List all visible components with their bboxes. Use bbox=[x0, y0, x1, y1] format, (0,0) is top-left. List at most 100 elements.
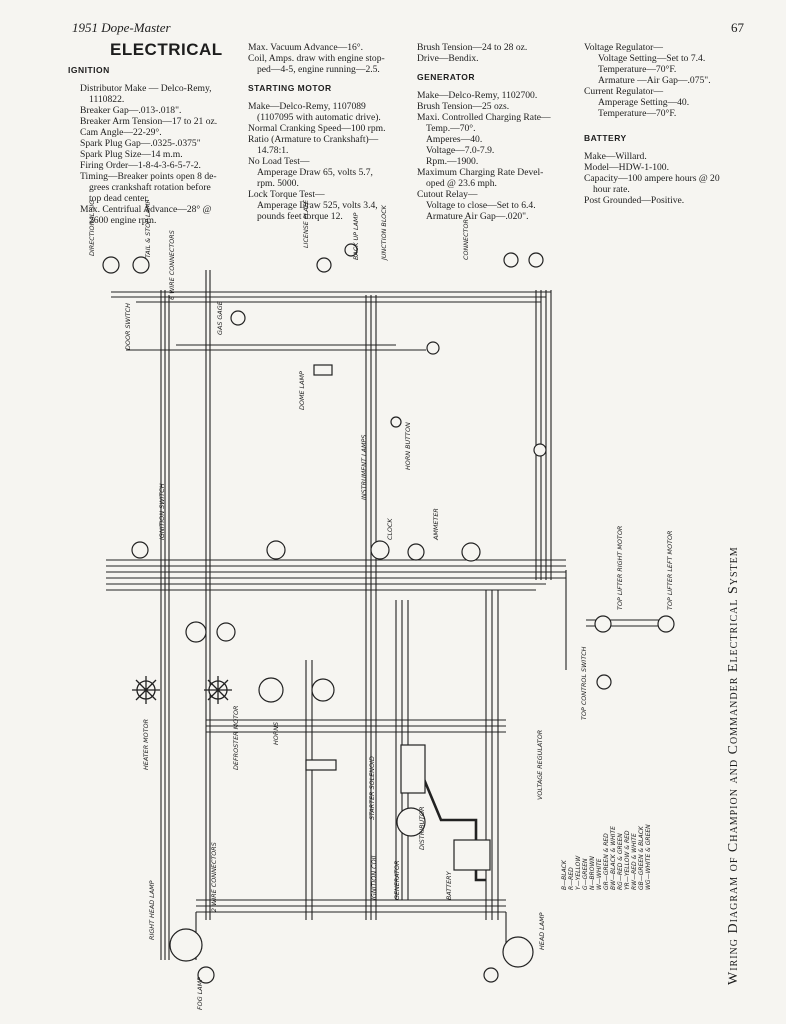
spec-line: Breaker Arm Tension—17 to 21 oz. bbox=[80, 116, 218, 127]
label-ignition-switch: IGNITION SWITCH bbox=[158, 483, 166, 540]
label-left-head-lamp: HEAD LAMP bbox=[538, 912, 546, 950]
spec-line: Temperature—70°F. bbox=[598, 108, 677, 119]
page-title: ELECTRICAL bbox=[110, 40, 223, 59]
legend-entry: YR—YELLOW & RED bbox=[624, 830, 631, 890]
generator-specs: Make—Delco-Remy, 1102700.Brush Tension—2… bbox=[417, 90, 567, 222]
spec-line: Voltage Regulator— bbox=[584, 42, 663, 53]
spec-line: Make—Willard. bbox=[584, 151, 647, 162]
regulator-battery-column: Voltage Regulator—Voltage Setting—Set to… bbox=[584, 42, 744, 206]
starting-motor-specs: Make—Delco-Remy, 1107089(1107095 with au… bbox=[248, 101, 400, 222]
label-ignition-coil: IGNITION COIL bbox=[370, 853, 378, 900]
spec-line: Cutout Relay— bbox=[417, 189, 478, 200]
spec-line: No Load Test— bbox=[248, 156, 310, 167]
spec-line: Drive—Bendix. bbox=[417, 53, 479, 64]
legend-entry: Y—YELLOW bbox=[575, 855, 582, 890]
label-heater-motor: HEATER MOTOR bbox=[142, 719, 150, 770]
legend-entry: G—GREEN bbox=[582, 858, 589, 890]
label-top-lifter-right: TOP LIFTER RIGHT MOTOR bbox=[616, 526, 624, 610]
legend-entry: GR—GREEN & RED bbox=[603, 833, 610, 890]
label-tail-stop-lamp: TAIL & STOP LAMP bbox=[144, 200, 152, 258]
spec-line: Brush Tension—24 to 28 oz. bbox=[417, 42, 528, 53]
legend-entry: B—BLACK bbox=[561, 859, 568, 890]
spec-line: Model—HDW-1-100. bbox=[584, 162, 669, 173]
spec-line: hour rate. bbox=[593, 184, 630, 195]
label-horns: HORNS bbox=[272, 722, 280, 745]
generator-heading: GENERATOR bbox=[417, 72, 476, 82]
label-distributor: DISTRIBUTOR bbox=[418, 806, 426, 850]
battery-specs: Make—Willard.Model—HDW-1-100.Capacity—10… bbox=[584, 151, 744, 206]
spec-line: Voltage to close—Set to 6.4. bbox=[426, 200, 536, 211]
regulator-specs: Voltage Regulator—Voltage Setting—Set to… bbox=[584, 42, 744, 119]
spec-line: Amperage Setting—40. bbox=[598, 97, 690, 108]
label-clock: CLOCK bbox=[386, 518, 394, 540]
starting-motor-heading: STARTING MOTOR bbox=[248, 83, 332, 93]
spec-line: Breaker Gap—.013-.018". bbox=[80, 105, 182, 116]
spec-line: Capacity—100 ampere hours @ 20 bbox=[584, 173, 720, 184]
spec-line: Rpm.—1900. bbox=[426, 156, 479, 167]
battery-heading: BATTERY bbox=[584, 133, 627, 143]
spec-line: Max. Centrifual Advance—28° @ bbox=[80, 204, 212, 215]
spec-line: Timing—Breaker points open 8 de- bbox=[80, 171, 217, 182]
label-connector: CONNECTOR bbox=[462, 219, 470, 260]
legend-entry: WG—WHITE & GREEN bbox=[645, 824, 652, 890]
spec-line: Amperage Draw 525, volts 3.4, bbox=[257, 200, 378, 211]
label-generator: GENERATOR bbox=[393, 860, 401, 900]
spec-line: Make—Delco-Remy, 1102700. bbox=[417, 90, 538, 101]
label-top-lifter-left: TOP LIFTER LEFT MOTOR bbox=[666, 531, 674, 610]
label-ammeter: AMMETER bbox=[432, 508, 440, 541]
spec-line: Maxi. Controlled Charging Rate— bbox=[417, 112, 551, 123]
starter-brush-specs: Brush Tension—24 to 28 oz.Drive—Bendix. bbox=[417, 42, 567, 64]
spec-line: grees crankshaft rotation before bbox=[89, 182, 211, 193]
label-horn-button: HORN BUTTON bbox=[404, 422, 412, 470]
spec-line: Lock Torque Test— bbox=[248, 189, 325, 200]
spec-line: Armature Air Gap—.020". bbox=[426, 211, 529, 222]
label-dome-lamp: DOME LAMP bbox=[298, 371, 306, 410]
legend-entry: GB—GREEN & BLACK bbox=[638, 825, 645, 890]
spec-line: Voltage—7.0-7.9. bbox=[426, 145, 495, 156]
label-starter-solenoid: STARTER SOLENOID bbox=[368, 756, 376, 820]
vacuum-coil-specs: Max. Vacuum Advance—16°.Coil, Amps. draw… bbox=[248, 42, 400, 75]
label-back-up-lamp: BACK UP LAMP bbox=[352, 213, 360, 260]
spec-line: 14.78:1. bbox=[257, 145, 289, 156]
spec-line: Ratio (Armature to Crankshaft)— bbox=[248, 134, 379, 145]
spec-line: Post Grounded—Positive. bbox=[584, 195, 685, 206]
label-license-plate-lamp: LICENSE PLATE LAMP bbox=[302, 200, 310, 248]
spec-line: Brush Tension—25 ozs. bbox=[417, 101, 510, 112]
wiring-diagram-svg: DIRECTIONAL SIGNAL LAMP TAIL & STOP LAMP… bbox=[88, 168, 675, 1010]
spec-line: Cam Angle—22-29°. bbox=[80, 127, 162, 138]
legend-entry: RG—RED & GREEN bbox=[617, 833, 624, 890]
spec-line: ped—4-5, engine running—2.5. bbox=[257, 64, 380, 75]
label-fog-lamp: FOG LAMP bbox=[196, 977, 204, 1010]
spec-line: Spark Plug Gap—.0325-.0375" bbox=[80, 138, 201, 149]
page-number: 67 bbox=[731, 20, 744, 35]
spec-line: Make—Delco-Remy, 1107089 bbox=[248, 101, 366, 112]
label-right-head-lamp: RIGHT HEAD LAMP bbox=[148, 880, 156, 940]
running-header: 1951 Dope-Master bbox=[72, 20, 171, 35]
spec-line: rpm. 5000. bbox=[257, 178, 299, 189]
label-voltage-regulator: VOLTAGE REGULATOR bbox=[536, 730, 544, 800]
spec-line: Amperes—40. bbox=[426, 134, 483, 145]
ignition-heading: IGNITION bbox=[68, 65, 110, 75]
label-gas-gage-unit: GAS GAGE bbox=[216, 300, 224, 335]
spec-line: Temp.—70°. bbox=[426, 123, 476, 134]
label-door-switch: DOOR SWITCH bbox=[124, 303, 132, 350]
spec-line: Temperature—70°F. bbox=[598, 64, 677, 75]
starting-motor-column: Max. Vacuum Advance—16°.Coil, Amps. draw… bbox=[248, 42, 400, 222]
spec-line: Armature —Air Gap—.075". bbox=[598, 75, 711, 86]
label-defroster-motor: DEFROSTER MOTOR bbox=[232, 706, 240, 771]
ignition-column: ELECTRICAL IGNITION Distributor Make — D… bbox=[68, 40, 230, 226]
spec-line: oped @ 23.6 mph. bbox=[426, 178, 497, 189]
label-battery: BATTERY bbox=[445, 870, 453, 900]
legend-entry: BW—BLACK & WHITE bbox=[610, 826, 617, 890]
legend-entry: RW—RED & WHITE bbox=[631, 833, 638, 890]
label-2-wire-connectors: 2 WIRE CONNECTORS bbox=[210, 842, 218, 912]
spec-line: (1107095 with automatic drive). bbox=[257, 112, 381, 123]
label-instrument-lamps: INSTRUMENT LAMPS bbox=[360, 435, 368, 500]
legend-entry: R—RED bbox=[568, 867, 575, 890]
wiring-diagram: DIRECTIONAL SIGNAL LAMP TAIL & STOP LAMP… bbox=[66, 168, 706, 1016]
spec-line: 1110822. bbox=[89, 94, 125, 105]
spec-line: Normal Cranking Speed—100 rpm. bbox=[248, 123, 386, 134]
spec-line: Firing Order—1-8-4-3-6-5-7-2. bbox=[80, 160, 201, 171]
